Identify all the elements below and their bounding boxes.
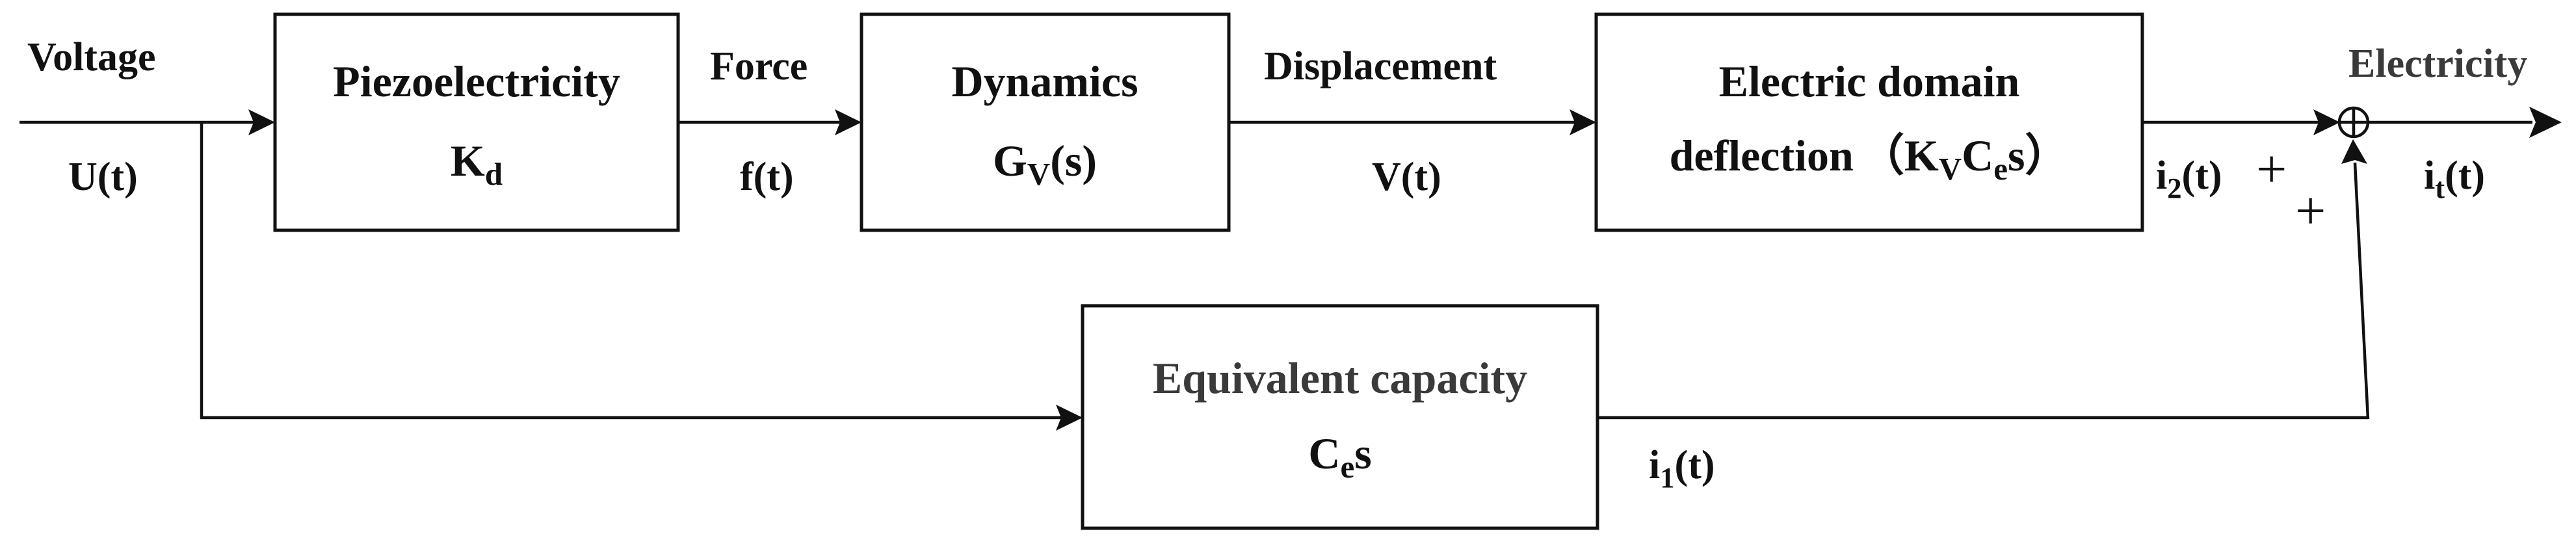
v-t-label: V(t) xyxy=(1372,155,1441,199)
equivalent-capacity-transfer-function: Ces xyxy=(1308,429,1371,485)
electric-domain-deflection-block xyxy=(1594,12,2144,232)
u-t-label: U(t) xyxy=(68,155,138,199)
equivalent-capacity-block xyxy=(1081,304,1599,530)
arrow-head-icon xyxy=(2529,107,2562,138)
arrow-head-icon xyxy=(2341,139,2367,164)
dynamics-transfer-function: GV(s) xyxy=(993,136,1097,192)
arrow-head-icon xyxy=(1056,405,1083,431)
i1-t-label: i1(t) xyxy=(1649,443,1715,494)
plus-sign-bottom: + xyxy=(2295,181,2326,241)
piezoelectricity-title: Piezoelectricity xyxy=(333,57,620,106)
piezoelectricity-gain: Kd xyxy=(451,136,503,192)
dynamics-block xyxy=(860,12,1231,232)
electric-domain-title: Electric domain xyxy=(1719,57,2020,106)
dynamics-title: Dynamics xyxy=(951,57,1138,106)
it-t-label: it(t) xyxy=(2424,154,2485,204)
arrow-head-icon xyxy=(2313,109,2340,135)
force-label: Force xyxy=(710,44,808,88)
equivalent-capacity-title: Equivalent capacity xyxy=(1153,353,1527,403)
electricity-label: Electricity xyxy=(2348,42,2527,86)
voltage-label: Voltage xyxy=(27,35,155,79)
i1-feedback-wire xyxy=(2353,162,2370,420)
arrow-head-icon xyxy=(835,109,861,135)
i2-t-label: i2(t) xyxy=(2156,154,2222,204)
arrow-head-icon xyxy=(1570,109,1596,135)
electric-domain-deflection-expression: deflection（KVCes） xyxy=(1670,131,2070,187)
piezoelectricity-block xyxy=(273,12,680,232)
displacement-label: Displacement xyxy=(1264,44,1497,88)
f-t-label: f(t) xyxy=(740,155,794,199)
plus-sign-top: + xyxy=(2256,139,2287,200)
arrow-head-icon xyxy=(248,109,275,135)
